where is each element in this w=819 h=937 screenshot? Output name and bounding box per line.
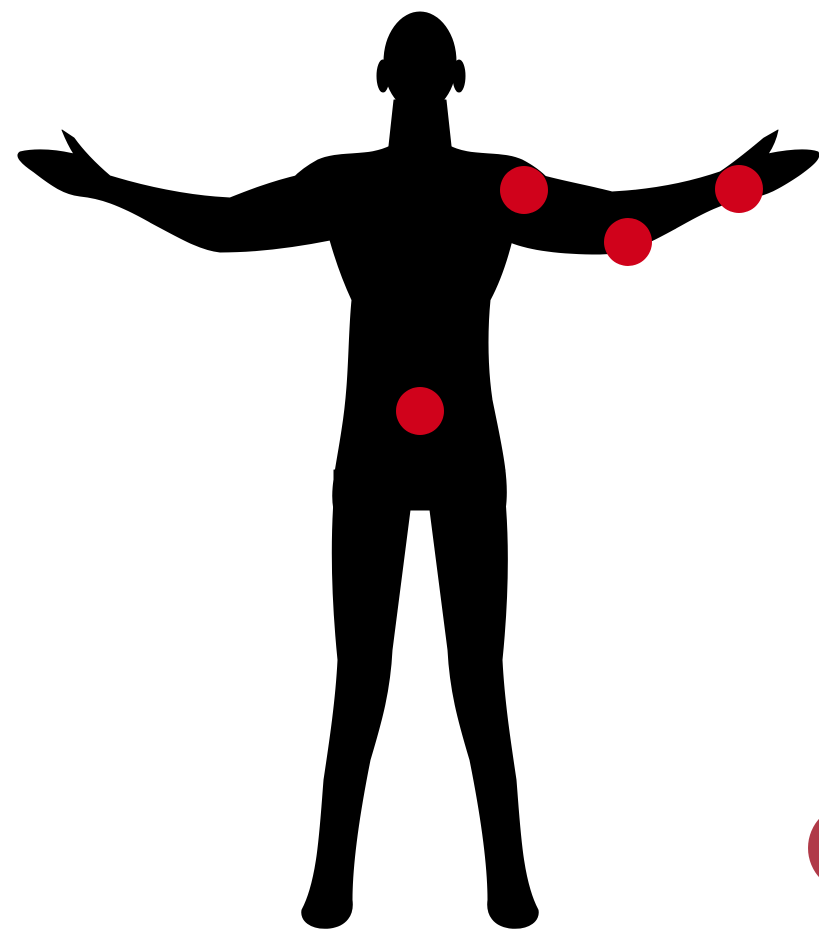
ear-right-side (377, 60, 389, 92)
ear-left-side (453, 60, 465, 92)
marker-left-wrist[interactable] (715, 165, 763, 213)
marker-pelvis[interactable] (396, 387, 444, 435)
marker-edge-partial[interactable] (808, 804, 819, 892)
marker-left-shoulder[interactable] (500, 166, 548, 214)
arm-viewer-right (510, 130, 819, 254)
arm-viewer-left (18, 130, 330, 252)
leg-viewer-left (302, 500, 410, 928)
human-silhouette (18, 12, 819, 928)
marker-left-elbow[interactable] (604, 218, 652, 266)
head (384, 12, 456, 112)
leg-viewer-right (430, 500, 538, 928)
